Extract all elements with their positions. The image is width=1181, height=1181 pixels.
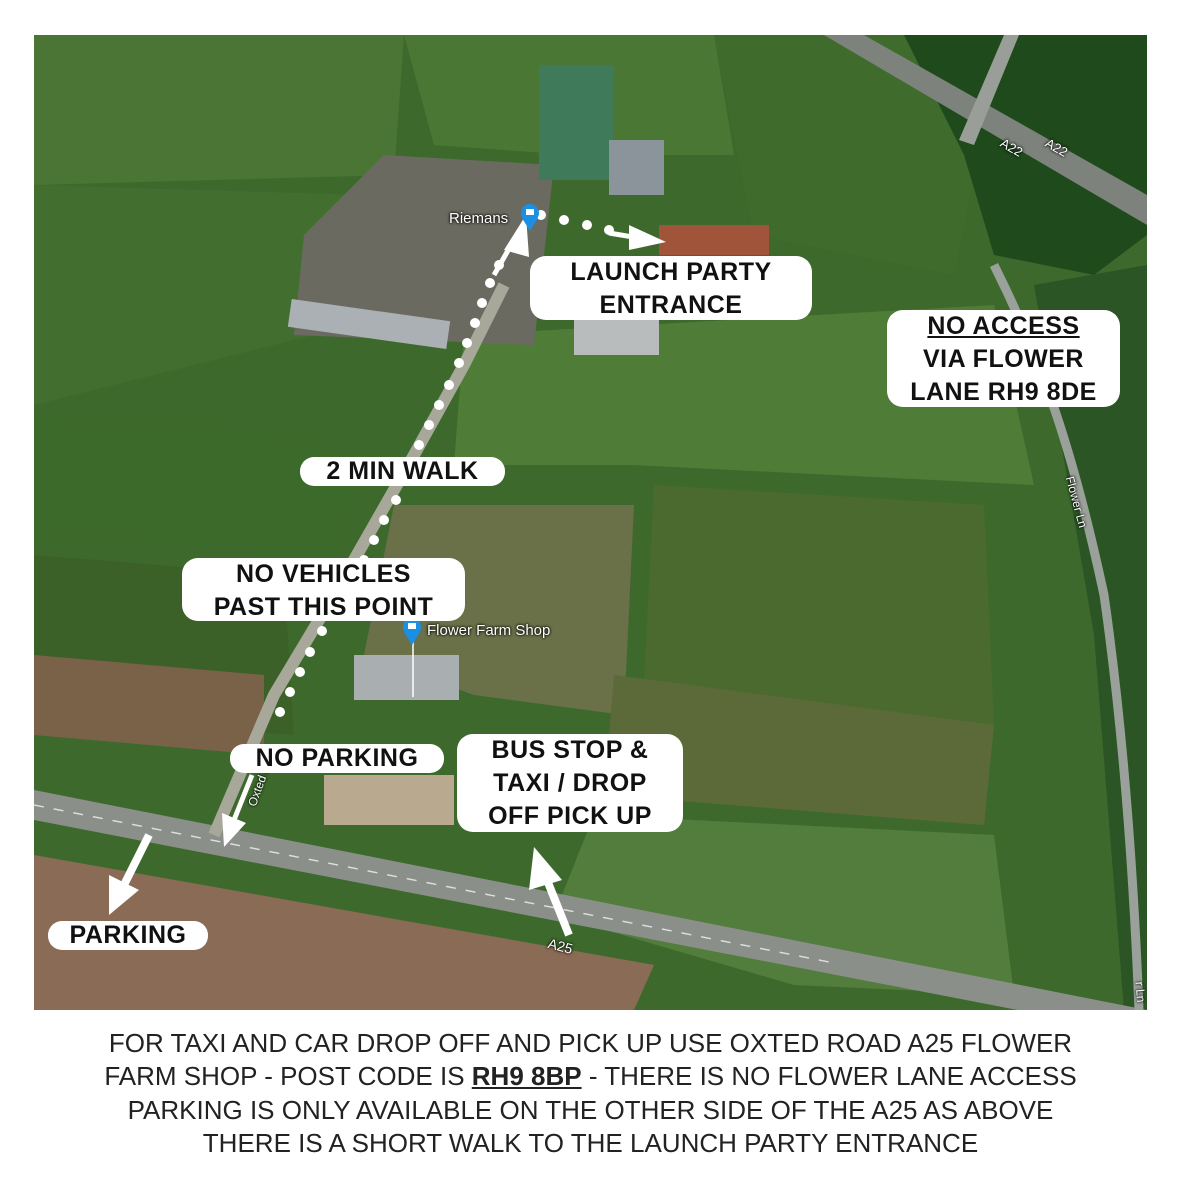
arrow-icon (109, 215, 666, 937)
field (34, 415, 364, 555)
car-park (324, 775, 454, 825)
caption-line: FOR TAXI AND CAR DROP OFF AND PICK UP US… (108, 1028, 1073, 1058)
field (554, 815, 1014, 995)
callout-two-min-walk: 2 MIN WALK (300, 457, 505, 486)
field (714, 35, 984, 275)
callout-line: LANE RH9 8DE (910, 378, 1097, 406)
caption-line: THERE IS A SHORT WALK TO THE LAUNCH PART… (202, 1127, 979, 1158)
maize-maze (644, 485, 994, 725)
map-label-flower-ln-south: r Ln (1132, 981, 1149, 1003)
callout-launch-party-entrance: LAUNCH PARTY ENTRANCE (530, 256, 812, 320)
building (287, 299, 451, 349)
aerial-map[interactable] (34, 35, 1147, 1010)
callout-line: ENTRANCE (599, 291, 743, 319)
directions-caption: FOR TAXI AND CAR DROP OFF AND PICK UP US… (0, 1027, 1181, 1160)
callout-line: PAST THIS POINT (213, 593, 434, 621)
callout-line: LAUNCH PARTY (570, 258, 772, 286)
callout-parking: PARKING (48, 921, 208, 950)
callout-no-access: NO ACCESS VIA FLOWER LANE RH9 8DE (887, 310, 1120, 407)
flower-farm-shop-building (354, 655, 459, 700)
caption-text: - THERE IS NO FLOWER LANE ACCESS (581, 1061, 1077, 1092)
bridge-road (959, 35, 1019, 145)
field (34, 35, 404, 185)
callout-no-vehicles: NO VEHICLES PAST THIS POINT (182, 558, 465, 621)
callout-line: NO VEHICLES (236, 560, 411, 588)
a25-road (34, 790, 1147, 1010)
building (574, 320, 659, 355)
building (539, 65, 614, 180)
building (609, 140, 664, 195)
plowed-field (34, 855, 654, 1010)
callout-line: VIA FLOWER (922, 345, 1084, 373)
oxted-road-track (208, 282, 510, 838)
callout-line: TAXI / DROP (493, 769, 647, 797)
map-pin-icon[interactable] (521, 204, 539, 231)
field (604, 675, 994, 825)
map-label-flower-farm-shop: Flower Farm Shop (427, 622, 551, 639)
callout-line: NO ACCESS (927, 312, 1080, 340)
plowed-field (34, 655, 264, 755)
caption-line: FARM SHOP - POST CODE IS RH9 8BP - THERE… (0, 1060, 1181, 1093)
callout-line: BUS STOP & (491, 736, 649, 764)
woodland (1034, 265, 1147, 1010)
callout-no-parking: NO PARKING (230, 744, 444, 773)
map-label-riemans: Riemans (449, 210, 509, 227)
caption-text: FARM SHOP - POST CODE IS (104, 1061, 472, 1092)
callout-bus-stop: BUS STOP & TAXI / DROP OFF PICK UP (457, 734, 683, 832)
farmyard (294, 155, 554, 345)
callout-line: OFF PICK UP (488, 802, 652, 830)
field (34, 185, 364, 405)
building (659, 225, 769, 255)
shop-pin-icon[interactable] (403, 618, 421, 645)
caption-line: PARKING IS ONLY AVAILABLE ON THE OTHER S… (127, 1094, 1054, 1125)
post-code: RH9 8BP (471, 1061, 582, 1092)
a22-road (824, 35, 1147, 225)
